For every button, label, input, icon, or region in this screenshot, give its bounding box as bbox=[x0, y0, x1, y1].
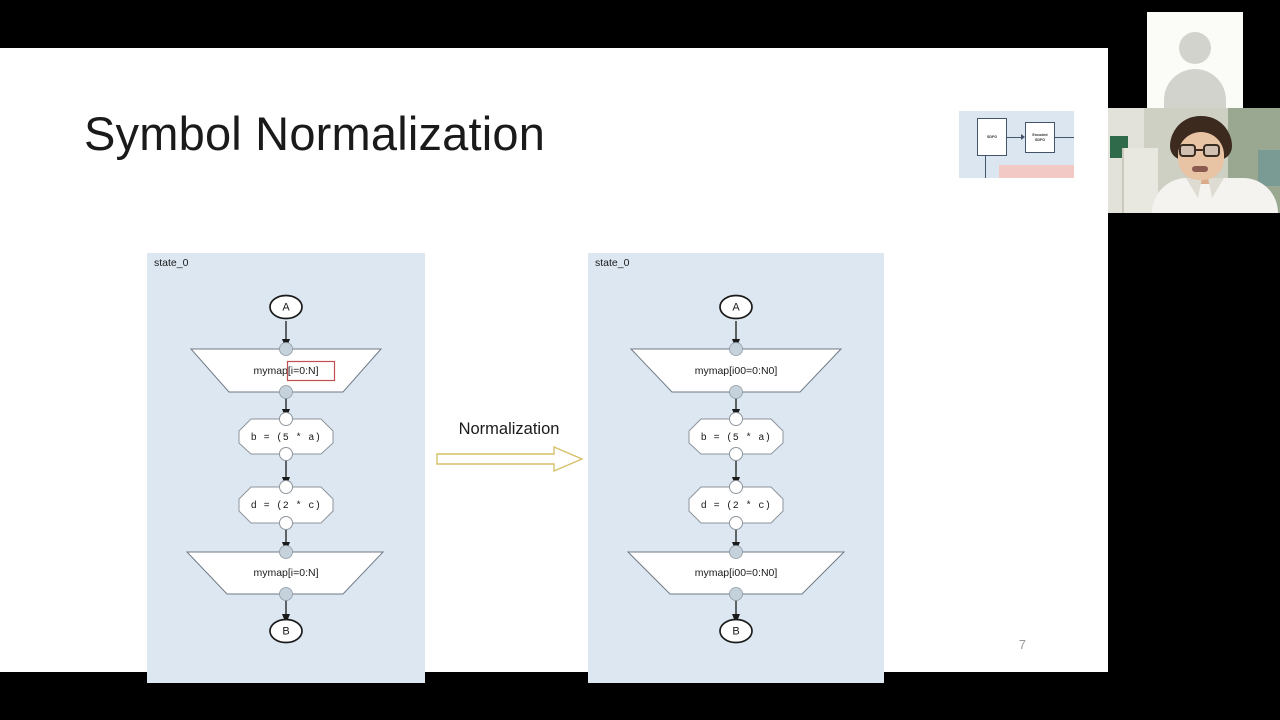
thumbnail-line-down bbox=[985, 156, 986, 178]
node-map-exit-left: mymap[i=0:N] bbox=[253, 567, 318, 579]
node-map-entry-right: mymap[i00=0:N0] bbox=[695, 365, 778, 377]
node-exit-right: B bbox=[732, 625, 739, 637]
glasses-bridge-icon bbox=[1196, 149, 1203, 151]
node-tasklet-1-right: b = (5 * a) bbox=[701, 432, 771, 444]
page-number: 7 bbox=[1018, 637, 1026, 652]
state-label-right: state_0 bbox=[595, 257, 630, 269]
thumbnail-box-sdfg: SDFG bbox=[977, 118, 1007, 156]
avatar-body-icon bbox=[1164, 69, 1226, 108]
webcam-bg-cabinet bbox=[1122, 148, 1158, 213]
webcam-person-mouth bbox=[1192, 166, 1208, 172]
node-map-exit-right: mymap[i00=0:N0] bbox=[695, 567, 778, 579]
state-label-left: state_0 bbox=[154, 257, 189, 269]
participant-avatar-tile[interactable] bbox=[1108, 0, 1280, 108]
normalization-label: Normalization bbox=[458, 420, 560, 438]
thumbnail-connector-line bbox=[1007, 137, 1022, 138]
glasses-right-lens-icon bbox=[1203, 144, 1220, 157]
webcam-bg-panel bbox=[1258, 150, 1280, 186]
node-exit-left: B bbox=[282, 625, 289, 637]
normalization-arrow-icon bbox=[436, 446, 584, 472]
symbol-highlight-box bbox=[286, 360, 336, 382]
node-entry-left: A bbox=[282, 301, 290, 313]
node-tasklet-2-left: d = (2 * c) bbox=[251, 500, 321, 512]
normalization-transform: Normalization bbox=[433, 420, 585, 472]
node-tasklet-2-right: d = (2 * c) bbox=[701, 500, 771, 512]
sdfg-panel-after: state_0 A bbox=[588, 253, 884, 683]
webcam-person-collar-right bbox=[1208, 178, 1224, 198]
avatar bbox=[1147, 12, 1243, 108]
sdfg-panel-before: state_0 bbox=[147, 253, 425, 683]
avatar-head-icon bbox=[1179, 32, 1211, 64]
node-tasklet-1-left: b = (5 * a) bbox=[251, 432, 321, 444]
video-tile-column bbox=[1108, 0, 1280, 720]
page-title: Symbol Normalization bbox=[84, 107, 546, 160]
thumbnail-arrow-icon bbox=[1021, 134, 1025, 140]
node-map-entry-left: mymap[i=0:N] bbox=[253, 365, 318, 377]
sdfg-graph-left: A mymap[i=0:N] b = (5 * a) bbox=[147, 253, 425, 683]
thumbnail-highlight-band bbox=[999, 165, 1074, 178]
thumbnail-line-right bbox=[1055, 137, 1074, 138]
webcam-person-collar-left bbox=[1186, 178, 1202, 198]
presenter-webcam-tile[interactable] bbox=[1108, 108, 1280, 213]
glasses-left-lens-icon bbox=[1179, 144, 1196, 157]
sdfg-graph-right: A mymap[i00=0:N0] b = (5 * a) d = (2 * c… bbox=[588, 253, 884, 683]
node-entry-right: A bbox=[732, 301, 740, 313]
